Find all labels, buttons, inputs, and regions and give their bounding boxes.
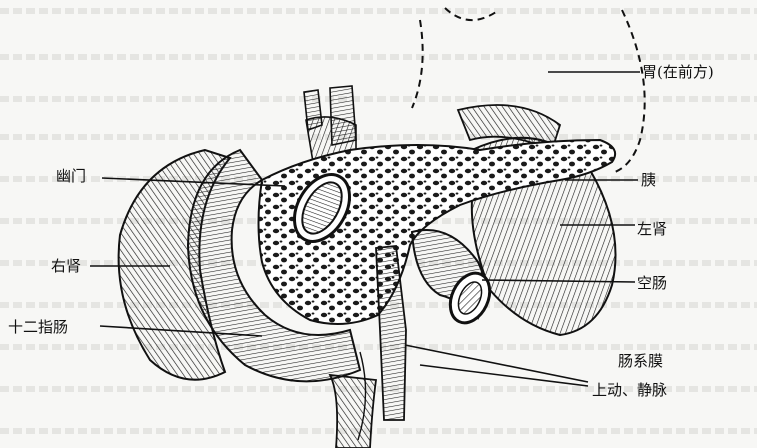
label-pancreas: 胰 (641, 171, 656, 189)
label-superior-vessels: 上动、静脉 (592, 381, 667, 399)
label-left-kidney: 左肾 (637, 220, 667, 238)
label-jejunum: 空肠 (637, 274, 667, 292)
label-right-kidney: 右肾 (51, 257, 81, 275)
label-stomach: 胃(在前方) (642, 63, 714, 81)
label-pylorus: 幽门 (56, 167, 86, 185)
label-duodenum: 十二指肠 (8, 318, 68, 336)
label-mesentery: 肠系膜 (618, 352, 663, 370)
